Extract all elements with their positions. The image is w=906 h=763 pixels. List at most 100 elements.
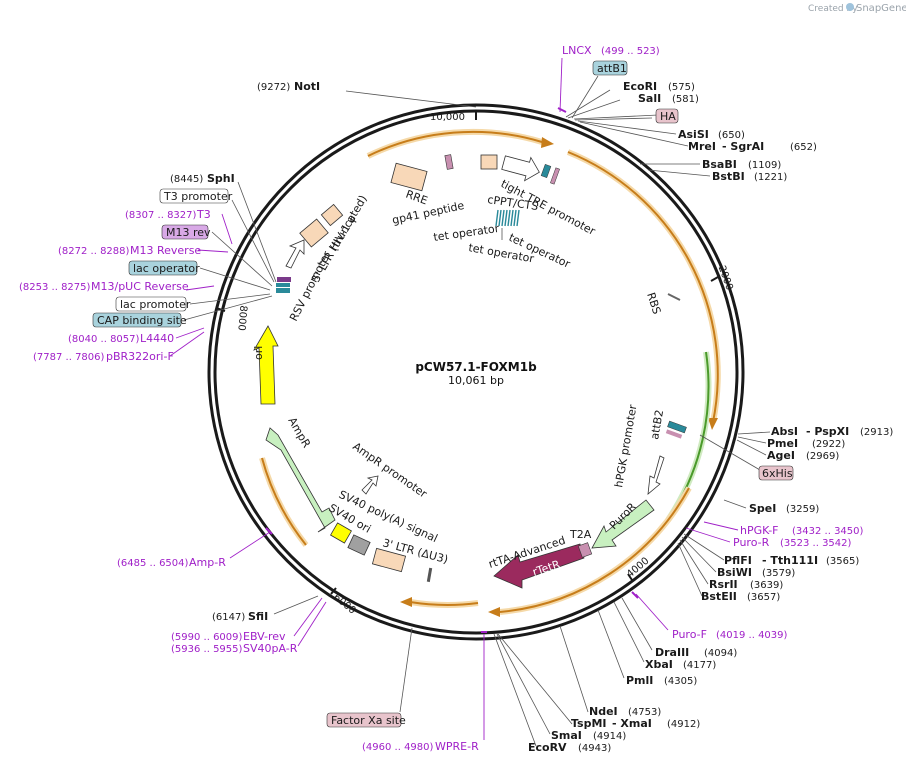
site-pmli: PmlI xyxy=(626,674,653,687)
site-rsrii-pos: (3639) xyxy=(750,580,783,591)
site-sfii-leader xyxy=(273,595,319,615)
site-tth111i: - Tth111I xyxy=(762,554,818,567)
feature-label-t2a: T2A xyxy=(569,528,592,541)
primer-l4440: L4440 xyxy=(140,332,174,345)
site-pflfi: PflFI xyxy=(724,554,752,567)
snapgene-brand: SnapGene xyxy=(856,3,906,14)
label-ha: HA xyxy=(660,110,676,123)
label-m13rev: M13 rev xyxy=(166,226,211,239)
primer-sv40par-leader xyxy=(297,601,327,647)
primer-ampr-range: (6485 .. 6504) xyxy=(117,558,189,569)
feature-cppt-box xyxy=(480,154,498,170)
primer-lncx-range: (499 .. 523) xyxy=(601,46,660,57)
site-bsiwi-pos: (3579) xyxy=(762,568,795,579)
label-capsite: CAP binding site xyxy=(97,314,187,327)
primer-sv40par-range: (5936 .. 5955) xyxy=(171,644,243,655)
feature-label-ori: ori xyxy=(252,346,265,360)
primer-puror-leader xyxy=(685,527,731,543)
feature-cyan-marker xyxy=(540,164,552,178)
site-smai: SmaI xyxy=(551,729,582,742)
site-pmei-pos: (2922) xyxy=(812,439,845,450)
site-spei: SpeI xyxy=(749,502,776,515)
ring-ticks xyxy=(215,110,719,595)
tick-label-10000: 10,000 xyxy=(430,112,465,123)
site-mrei-pos: (652) xyxy=(790,142,817,153)
site-pspxi: - PspXI xyxy=(806,425,849,438)
feature-tre-promoter-arrow xyxy=(501,155,540,182)
label-ha-box xyxy=(655,108,679,124)
site-draiii-pos: (4094) xyxy=(704,648,737,659)
site-ndei: NdeI xyxy=(589,705,618,718)
primer-lncx: LNCX xyxy=(562,44,592,57)
feature-ori-arrow xyxy=(253,325,279,405)
site-sphi: SphI xyxy=(207,172,235,185)
site-xbai: XbaI xyxy=(645,658,673,671)
site-bsiwi: BsiWI xyxy=(717,566,752,579)
primer-ampr-mark xyxy=(265,527,273,535)
label-m13rev-box xyxy=(161,224,209,240)
feature-pink-small xyxy=(665,429,683,439)
label-attb1-box xyxy=(592,60,628,76)
label-t3promoter: T3 promoter xyxy=(163,190,233,203)
site-pflfi-pos: (3565) xyxy=(826,556,859,567)
label-factorxa-box xyxy=(326,712,402,728)
site-notI: NotI xyxy=(294,80,320,93)
label-lacpromoter-box xyxy=(115,296,187,312)
feature-sv40-ori-box xyxy=(330,522,352,544)
site-mrei: MreI xyxy=(688,140,716,153)
primer-l4440-range: (8040 .. 8057) xyxy=(68,334,140,345)
created-by-text: Created by xyxy=(808,4,858,14)
site-sfii: SfiI xyxy=(248,610,268,623)
site-bstbi: BstBI xyxy=(712,170,745,183)
site-bsabi: BsaBI xyxy=(702,158,737,171)
leader-notI xyxy=(345,90,477,108)
primer-lncx-leader xyxy=(559,57,563,113)
primer-m13reverse-range: (8272 .. 8288) xyxy=(58,246,130,257)
label-6xhis-box xyxy=(758,465,794,481)
primer-ebvrev-leader xyxy=(293,597,323,637)
orf-arcs xyxy=(259,128,721,617)
feature-rbs-mark xyxy=(667,293,681,301)
feature-ampr-promoter-arrow xyxy=(361,475,379,495)
site-smai-pos: (4914) xyxy=(593,731,626,742)
site-pmei: PmeI xyxy=(767,437,798,450)
tet-operator-stripes xyxy=(495,209,520,227)
site-pmli-pos: (4305) xyxy=(664,676,697,687)
primer-t3: T3 xyxy=(196,208,211,221)
site-ecorv: EcoRV xyxy=(528,741,567,754)
primer-hpgkf-leader xyxy=(703,521,739,531)
feature-label-attb2: attB2 xyxy=(648,409,666,441)
label-t3promoter-box xyxy=(159,188,229,204)
primer-sv40par: SV40pA-R xyxy=(243,642,298,655)
primer-wprer-range: (4960 .. 4980) xyxy=(362,742,434,753)
primer-hpgkf-range: (3432 .. 3450) xyxy=(792,526,864,537)
feature-label-rre: RRE xyxy=(404,188,429,208)
feature-rsv-promoter-arrow xyxy=(285,239,305,269)
site-agei-pos: (2969) xyxy=(806,451,839,462)
feature-ampr-arrow xyxy=(265,427,336,533)
feature-5ltr-box xyxy=(299,218,329,248)
feature-hiv-psi-box xyxy=(320,203,344,227)
primer-puror: Puro-R xyxy=(733,536,770,549)
primer-wprer: WPRE-R xyxy=(435,740,479,753)
label-attb1: attB1 xyxy=(597,62,627,75)
primer-m13puc: M13/pUC Reverse xyxy=(91,280,189,293)
label-capsite-box xyxy=(92,312,182,328)
feature-label-tetop-1: tet operator xyxy=(433,222,501,244)
site-sgrai: - SgrAI xyxy=(722,140,764,153)
primer-lncx-mark xyxy=(557,107,567,113)
feature-label-hpgk: hPGK promoter xyxy=(612,403,639,488)
label-factorxa: Factor Xa site xyxy=(331,714,406,727)
site-bsabi-pos: (1109) xyxy=(748,160,781,171)
feature-3ltr-box xyxy=(371,547,407,573)
feature-label-ampr: AmpR xyxy=(285,415,313,450)
backbone-outer-ring xyxy=(207,103,745,641)
site-sfii-pos: (6147) xyxy=(212,612,245,623)
site-notI-pos: (9272) xyxy=(257,82,290,93)
primer-t3-range: (8307 .. 8327) xyxy=(125,210,197,221)
feature-rre-box xyxy=(390,162,428,192)
left-leaders xyxy=(169,181,277,357)
primer-ebvrev: EBV-rev xyxy=(243,630,286,643)
site-agei: AgeI xyxy=(767,449,795,462)
